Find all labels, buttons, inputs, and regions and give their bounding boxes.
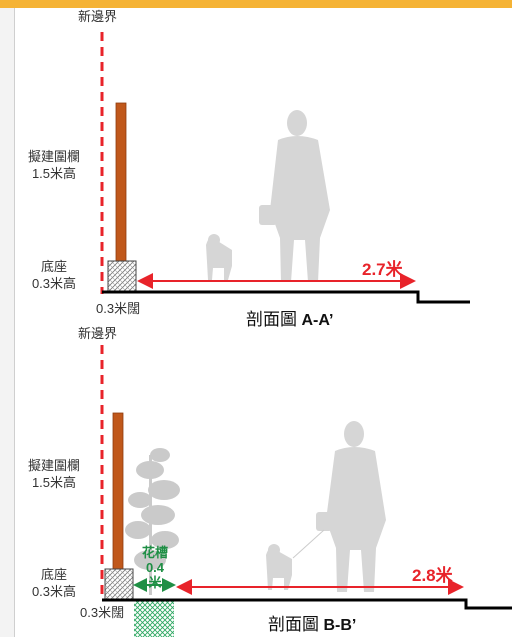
- planter-label: 花槽 0.4米: [140, 545, 170, 590]
- base-label-a-line2: 0.3米高: [31, 276, 77, 291]
- base-label-b-line1: 底座: [40, 567, 67, 582]
- dimension-label-b: 2.8米: [412, 566, 453, 585]
- fence-post-b: [112, 412, 124, 570]
- dimension-label-a: 2.7米: [362, 260, 403, 279]
- base-block-a: [107, 260, 137, 293]
- dog-leash: [292, 529, 325, 559]
- fence-label-b-line2: 1.5米高: [31, 475, 77, 490]
- dog-silhouette-a: [206, 234, 232, 280]
- section-title-a: 剖面圖 A-A’: [246, 305, 333, 330]
- base-label-b: 底座 0.3米高: [24, 566, 84, 600]
- section-a: [100, 32, 470, 304]
- section-title-b: 剖面圖 B-B’: [268, 610, 356, 635]
- section-title-b-code: B-B’: [323, 617, 357, 634]
- side-map-strip: [0, 8, 15, 637]
- fence-label-a: 擬建圍欄 1.5米高: [24, 148, 84, 182]
- ground-line-a: [102, 290, 470, 304]
- base-label-a: 底座 0.3米高: [24, 258, 84, 292]
- header-bar: [0, 0, 512, 8]
- base-label-a-line1: 底座: [40, 259, 67, 274]
- boundary-label-b: 新邊界: [78, 326, 118, 341]
- person-silhouette-b: [316, 421, 386, 592]
- planter-label-line2: 0.4米: [145, 560, 165, 590]
- fence-label-a-line2: 1.5米高: [31, 166, 77, 181]
- fence-label-a-line1: 擬建圍欄: [27, 149, 80, 164]
- fence-post-a: [115, 102, 127, 262]
- dog-silhouette-b: [266, 544, 292, 590]
- planter-box: [134, 600, 174, 637]
- section-title-a-cjk: 剖面圖: [246, 310, 297, 329]
- fence-label-b: 擬建圍欄 1.5米高: [24, 457, 84, 491]
- section-title-b-cjk: 剖面圖: [268, 615, 319, 634]
- width-label-b: 0.3米闊: [80, 605, 125, 620]
- plant-silhouette: [125, 448, 180, 595]
- width-label-a: 0.3米闊: [96, 301, 141, 316]
- person-silhouette-a: [259, 110, 330, 282]
- boundary-label-a: 新邊界: [78, 9, 118, 24]
- fence-label-b-line1: 擬建圍欄: [27, 458, 80, 473]
- base-label-b-line2: 0.3米高: [31, 584, 77, 599]
- planter-label-line1: 花槽: [141, 545, 168, 560]
- section-title-a-code: A-A’: [301, 312, 334, 329]
- base-block-b: [104, 568, 134, 601]
- section-b: [100, 345, 512, 637]
- ground-line-b: [102, 598, 512, 610]
